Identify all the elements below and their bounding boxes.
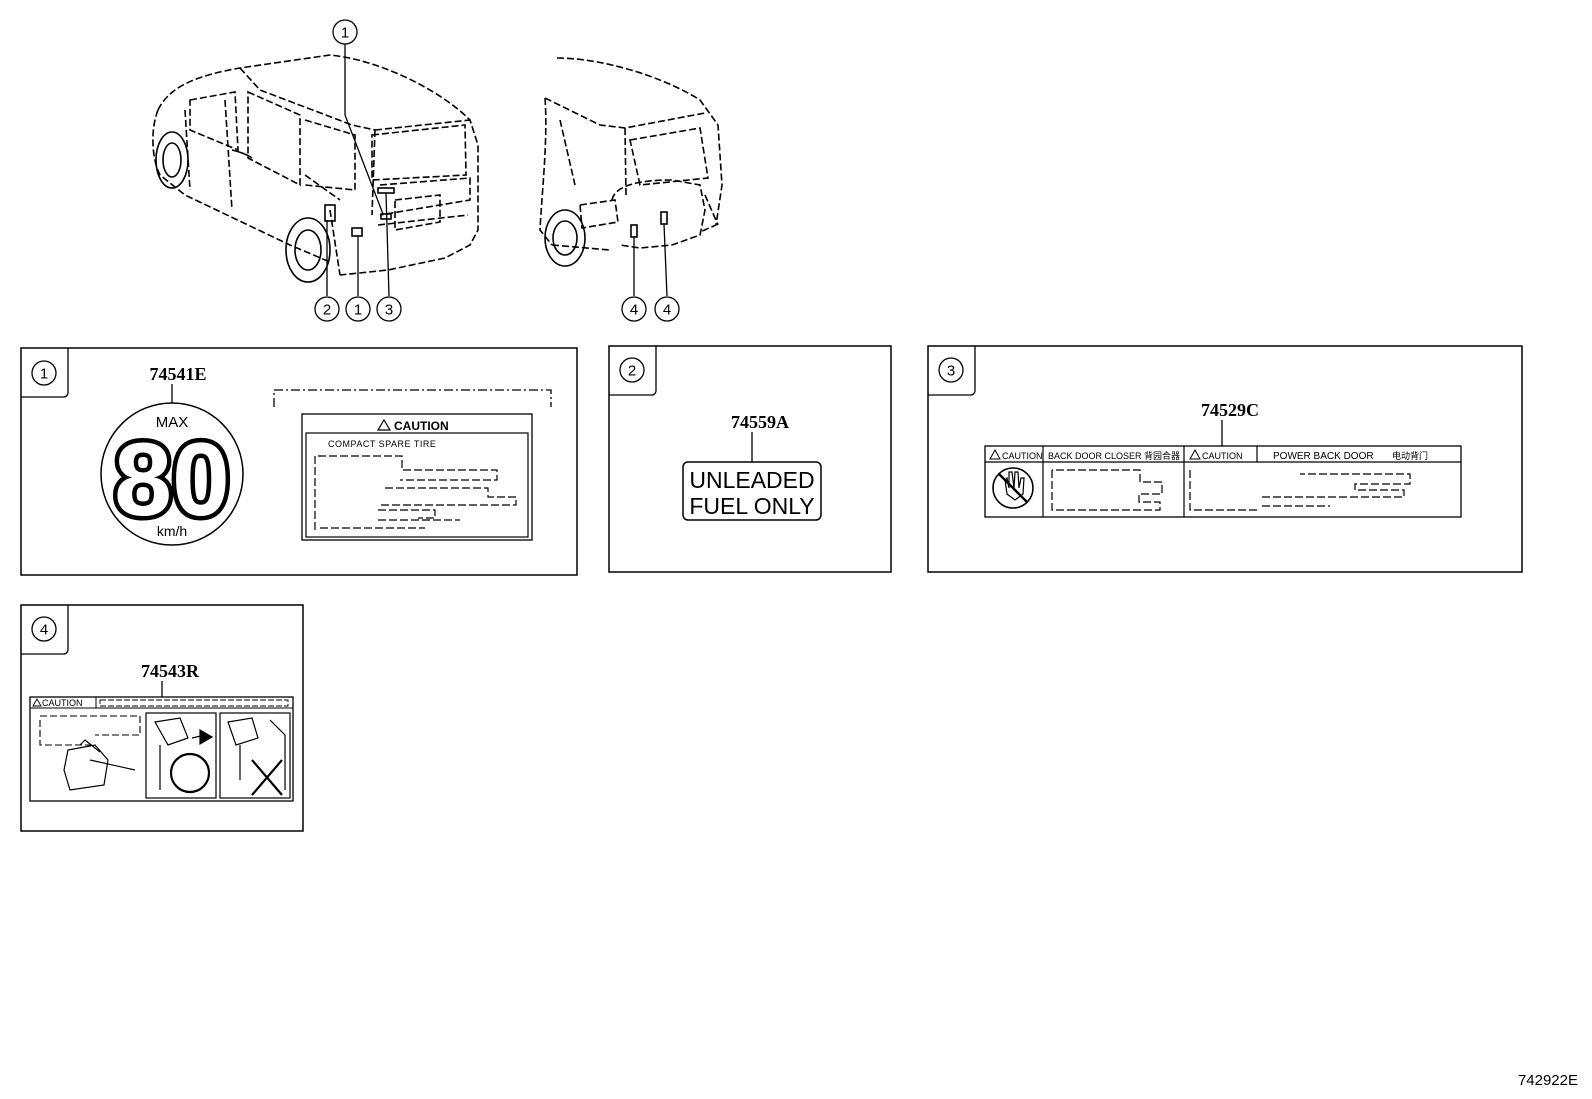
panel-3: 3 74529C CAUTION BACK DOOR CLOSER 背园合器 C… bbox=[927, 345, 1523, 573]
callout-3: 3 bbox=[385, 302, 393, 319]
fuel-label-line2: FUEL ONLY bbox=[689, 493, 814, 519]
vehicle-open-door-view bbox=[539, 57, 723, 251]
caution-label-title: CAUTION bbox=[394, 419, 449, 433]
panel-4-part-number: 74543R bbox=[141, 661, 200, 681]
panel-3-left-caution: CAUTION bbox=[1002, 451, 1043, 461]
speed-label-max: MAX bbox=[156, 414, 189, 431]
caution-label-subtitle: COMPACT SPARE TIRE bbox=[328, 439, 436, 449]
callout-4b: 4 bbox=[663, 302, 671, 319]
panel-1-part-number: 74541E bbox=[149, 364, 206, 384]
panel-3-left-title: BACK DOOR CLOSER 背园合器 bbox=[1048, 450, 1180, 461]
panel-1-number: 1 bbox=[40, 366, 48, 383]
panel-3-number: 3 bbox=[947, 363, 955, 380]
panel-4-caution: CAUTION bbox=[42, 698, 83, 708]
speed-label-unit: km/h bbox=[157, 523, 187, 539]
speed-label-value: 80 bbox=[114, 422, 230, 538]
callout-1-top: 1 bbox=[341, 25, 349, 42]
panel-2-part-number: 74559A bbox=[731, 412, 789, 432]
diagram-id: 742922E bbox=[1517, 1072, 1578, 1089]
callout-2: 2 bbox=[323, 302, 331, 319]
panel-3-part-number: 74529C bbox=[1201, 400, 1259, 420]
panel-3-right-title-cn: 电动背门 bbox=[1392, 450, 1428, 461]
panel-4: 4 74543R CAUTION bbox=[20, 604, 304, 832]
panel-4-number: 4 bbox=[40, 622, 48, 639]
no-hand-icon bbox=[992, 467, 1034, 509]
callout-4a: 4 bbox=[630, 302, 638, 319]
panel-2-number: 2 bbox=[628, 363, 636, 380]
panel-1: 1 74541E MAX 80 km/h CAUTION COMPACT SPA… bbox=[20, 347, 578, 576]
panel-3-right-caution: CAUTION bbox=[1202, 451, 1243, 461]
fuel-label-line1: UNLEADED bbox=[689, 467, 814, 493]
callout-1: 1 bbox=[354, 302, 362, 319]
panel-2: 2 74559A UNLEADED FUEL ONLY bbox=[608, 345, 892, 573]
panel-3-right-title: POWER BACK DOOR bbox=[1273, 451, 1374, 462]
vehicle-rear-view bbox=[152, 54, 479, 276]
